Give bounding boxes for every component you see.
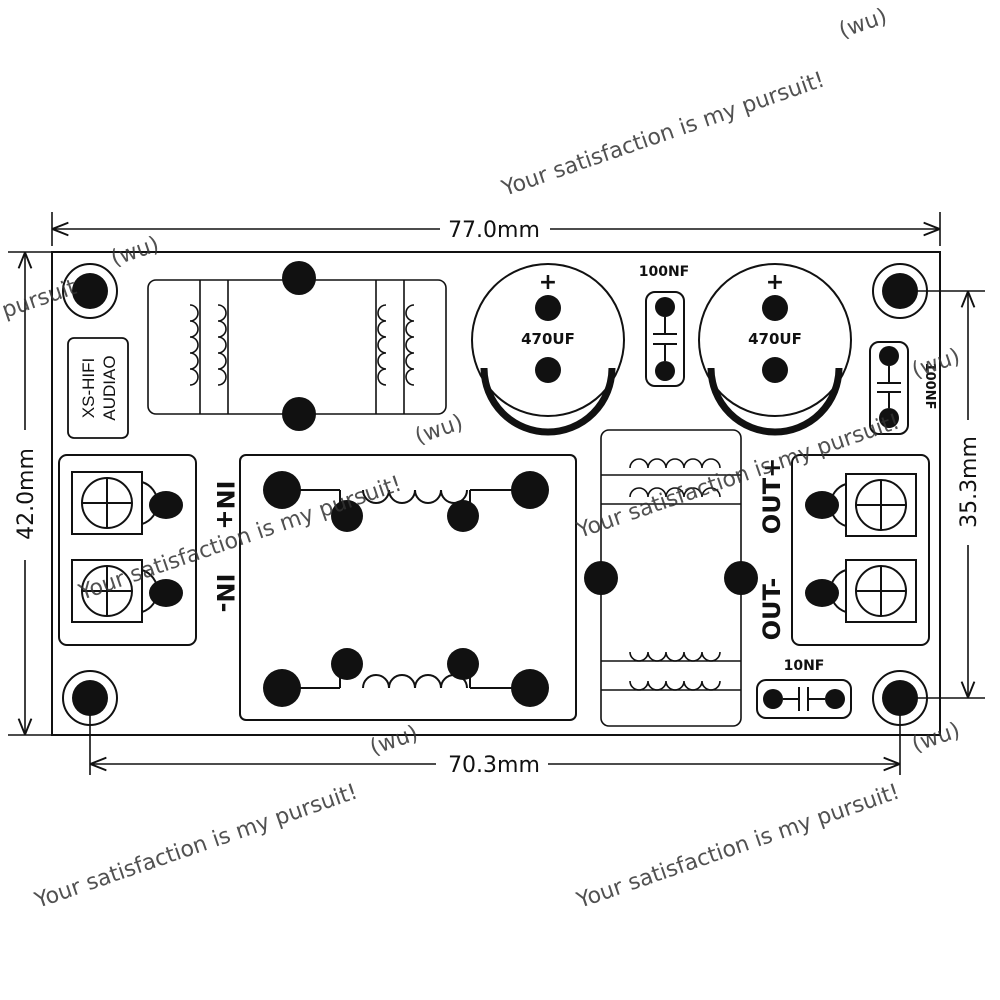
mounting-hole-tl bbox=[62, 263, 118, 319]
dimension-lines bbox=[8, 212, 985, 775]
inductor-pad-br bbox=[511, 669, 549, 707]
input-pad-plus bbox=[149, 491, 183, 519]
cap-right-polarity: + bbox=[766, 270, 784, 295]
choke-right-pad-1 bbox=[584, 561, 618, 595]
label-out-plus: OUT+ bbox=[758, 458, 786, 534]
dim-height-holes: 35.3mm bbox=[957, 436, 982, 528]
output-pad-minus bbox=[805, 579, 839, 607]
input-pad-minus bbox=[149, 579, 183, 607]
watermark-slogan-4: Your satisfaction is my pursuit! bbox=[31, 780, 361, 914]
cap-side-value: 100NF bbox=[922, 363, 937, 410]
choke-right-pad-2 bbox=[724, 561, 758, 595]
board-logo: XS-HIFI AUDIAO bbox=[67, 337, 129, 439]
watermark-tag-2: (wu) bbox=[108, 232, 163, 272]
watermark-tag-1: (wu) bbox=[836, 4, 891, 44]
output-terminal-block bbox=[791, 454, 930, 646]
inductor-pad-bl-inner bbox=[331, 648, 363, 680]
output-pad-plus bbox=[805, 491, 839, 519]
film-cap-center bbox=[645, 291, 685, 387]
label-in-plus: IN+ bbox=[211, 480, 239, 529]
watermark-tag-5: (wu) bbox=[367, 721, 422, 761]
dim-width-total: 77.0mm bbox=[448, 218, 540, 243]
watermark-tag-3: (wu) bbox=[412, 410, 467, 450]
mounting-hole-br bbox=[872, 670, 928, 726]
inductor-pad-bl bbox=[263, 669, 301, 707]
dim-width-holes: 70.3mm bbox=[448, 753, 540, 778]
cap-right-value: 470UF bbox=[748, 330, 802, 348]
film-cap-side bbox=[869, 341, 909, 435]
inductor-pad-tr bbox=[511, 471, 549, 509]
choke-top-pad-2 bbox=[282, 397, 316, 431]
watermark-slogan-1: Your satisfaction is my pursuit! bbox=[498, 68, 828, 202]
cap-center-value: 100NF bbox=[639, 264, 690, 280]
board-outline bbox=[51, 251, 941, 736]
choke-top-pad-1 bbox=[282, 261, 316, 295]
cap-left-value: 470UF bbox=[521, 330, 575, 348]
choke-top bbox=[147, 279, 447, 415]
label-out-minus: OUT- bbox=[758, 578, 786, 641]
cap-left-polarity: + bbox=[539, 270, 557, 295]
inductor-pad-br-inner bbox=[447, 648, 479, 680]
inductor-pad-tl-inner bbox=[331, 500, 363, 532]
inductor-pad-tr-inner bbox=[447, 500, 479, 532]
electrolytic-cap-right: + 470UF bbox=[698, 263, 852, 436]
watermark-tag-6: (wu) bbox=[909, 718, 964, 758]
electrolytic-cap-left: + 470UF bbox=[471, 263, 625, 436]
logo-line2: AUDIAO bbox=[100, 355, 119, 420]
watermark-slogan-5: Your satisfaction is my pursuit! bbox=[573, 780, 903, 914]
mounting-hole-bl bbox=[62, 670, 118, 726]
cap-bottom-value: 10NF bbox=[784, 658, 825, 674]
mounting-hole-tr bbox=[872, 263, 928, 319]
film-cap-bottom bbox=[756, 679, 852, 719]
watermark-fragment: pursuit bbox=[0, 275, 80, 324]
dim-height-total: 42.0mm bbox=[14, 448, 39, 540]
label-in-minus: IN- bbox=[211, 574, 239, 613]
inductor-pad-tl bbox=[263, 471, 301, 509]
logo-line1: XS-HIFI bbox=[79, 358, 98, 418]
